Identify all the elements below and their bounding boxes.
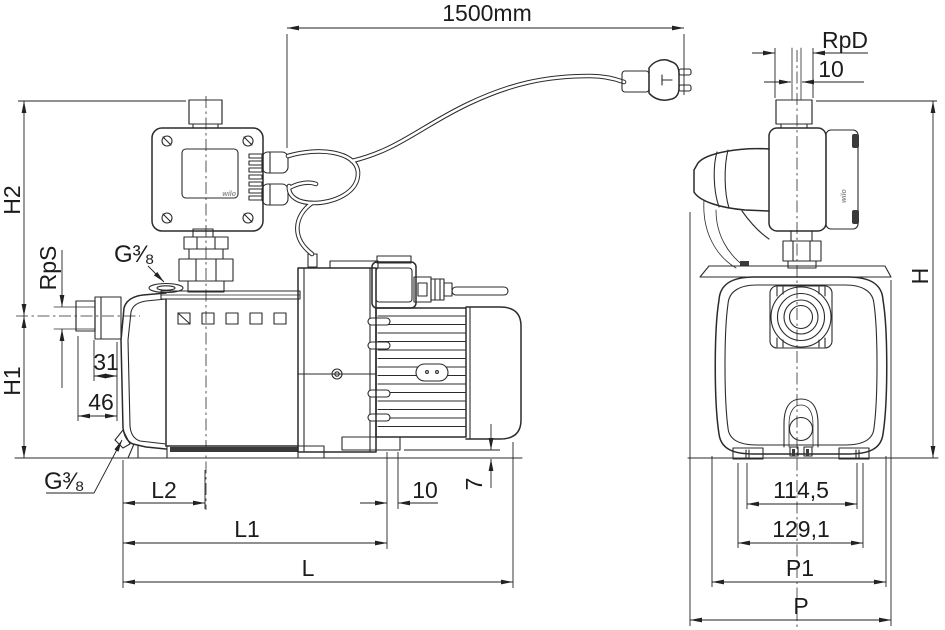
- motor-connector: [413, 276, 509, 303]
- pump-front: [699, 265, 892, 460]
- dim-31: 31: [93, 340, 119, 421]
- p1-label: P1: [786, 555, 814, 581]
- cable-gland-bottom: [261, 183, 289, 206]
- l2-label: L2: [151, 477, 177, 503]
- bottom-ten-label: 10: [412, 477, 438, 503]
- h-label: H: [907, 268, 933, 285]
- dim-rps: RpS: [35, 246, 65, 388]
- seven-label: 7: [461, 478, 487, 491]
- power-cable: [285, 73, 627, 257]
- dim-top-ten: 10: [764, 56, 864, 85]
- pump-front-cap: [114, 292, 168, 459]
- controller-side-plate: [825, 129, 859, 230]
- dim-p: P: [689, 212, 892, 626]
- pressure-controller-side: [693, 47, 859, 269]
- dim-129-1: 129,1: [737, 463, 864, 548]
- front-view: [693, 47, 892, 460]
- motor-rating-plate: [415, 363, 449, 382]
- terminal-box: [307, 253, 417, 309]
- dim-l: L: [123, 442, 514, 588]
- motor-foot: [341, 436, 401, 451]
- dim31-label: 31: [93, 349, 119, 375]
- h1-label: H1: [0, 366, 25, 395]
- dim-seven: 7: [404, 424, 500, 490]
- pressure-controller: [151, 99, 289, 232]
- centerlines: [16, 50, 798, 630]
- controller-fins: [248, 153, 263, 201]
- drain-plug: [114, 429, 131, 449]
- fill-plug: [148, 282, 184, 294]
- motor-bracket: [297, 260, 379, 459]
- pump-barrel: [148, 282, 301, 452]
- rpd-label: RpD: [822, 27, 868, 53]
- branding: wilo wilo: [222, 188, 848, 202]
- dim-bottom-ten: 10: [360, 452, 438, 549]
- dim-l2: L2: [122, 460, 206, 588]
- controller-screws: [161, 135, 254, 224]
- foot-outer-width-label: 129,1: [772, 516, 830, 542]
- wilo-logo-side: wilo: [841, 188, 848, 202]
- dim-p1: P1: [711, 456, 887, 587]
- gland-end-view: [693, 147, 770, 212]
- l1-label: L1: [234, 516, 260, 542]
- h2-label: H2: [0, 185, 25, 214]
- cable-gland-top: [261, 151, 289, 174]
- foot-slot-spacing-label: 114,5: [773, 477, 829, 503]
- suction-port: [53, 296, 122, 340]
- discharge-fittings: [178, 228, 234, 293]
- dim-114-5: 114,5: [746, 463, 858, 509]
- p-label: P: [793, 593, 808, 619]
- callout-fill-plug: G³⁄₈: [114, 241, 165, 283]
- side-view: [53, 99, 522, 459]
- dim46-label: 46: [88, 389, 114, 415]
- motor: [341, 307, 467, 451]
- l-label: L: [302, 555, 315, 581]
- dim-h: H: [816, 100, 937, 458]
- wilo-logo-front: wilo: [222, 191, 236, 198]
- dim-l1: L1: [123, 516, 387, 546]
- rps-label: RpS: [35, 246, 61, 291]
- dim-46: 46: [77, 336, 117, 421]
- cable-length-label: 1500mm: [442, 0, 531, 26]
- callout-drain-plug: G³⁄₈: [44, 439, 123, 495]
- dim-h2: H2: [0, 100, 186, 316]
- power-plug: [621, 59, 692, 101]
- suction-boss: [769, 285, 833, 349]
- fill-plug-label: G³⁄₈: [114, 241, 155, 268]
- motor-fins: [377, 315, 466, 428]
- fan-cover: [465, 306, 522, 440]
- dim-h1: H1: [0, 316, 27, 458]
- dim-rpd: RpD: [752, 27, 868, 98]
- drain-plug-label: G³⁄₈: [44, 468, 85, 495]
- top-ten-label: 10: [818, 56, 844, 82]
- dim-cable-length: 1500mm: [286, 0, 685, 148]
- drain-port: [783, 398, 819, 457]
